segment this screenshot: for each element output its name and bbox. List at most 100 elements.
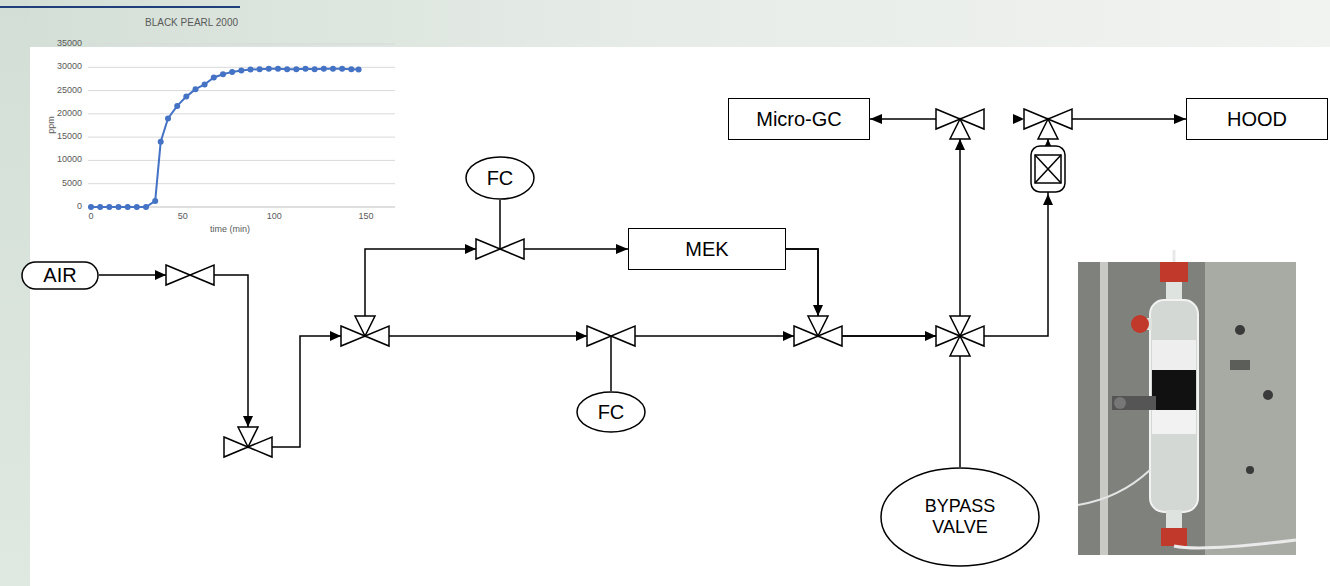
y-tick-label: 15000 — [57, 132, 82, 142]
data-point — [220, 71, 226, 77]
flow-arrowheads — [155, 270, 166, 280]
grid-lines — [88, 90, 395, 91]
node-text: AIR — [43, 264, 76, 287]
data-point — [348, 66, 354, 72]
adsorber-photo — [1152, 410, 1196, 434]
valve-symbols — [355, 316, 375, 336]
adsorber-photo — [1112, 396, 1156, 410]
bypass-valve-label: BYPASS VALVE — [880, 467, 1040, 567]
data-point — [97, 204, 103, 210]
node-text: BYPASS VALVE — [910, 496, 1010, 537]
adsorber-photo — [1161, 528, 1187, 546]
data-point — [106, 204, 112, 210]
adsorber-photo — [1152, 340, 1196, 370]
adsorber-column — [1031, 146, 1065, 192]
data-point — [88, 204, 94, 210]
left-band — [0, 0, 30, 586]
pipe-lines — [499, 200, 501, 249]
adsorber-photo — [1078, 470, 1150, 505]
data-point — [266, 66, 272, 72]
data-points — [88, 66, 362, 210]
data-point — [248, 67, 254, 73]
grid-lines — [88, 44, 395, 184]
data-point — [321, 66, 327, 72]
y-tick-label: 0 — [77, 202, 82, 212]
data-point — [356, 67, 362, 73]
valve-symbols — [950, 336, 970, 356]
node-text: FC — [487, 167, 514, 190]
adsorber-photo — [1174, 540, 1296, 548]
header-rule — [0, 6, 240, 8]
flow-line — [786, 119, 960, 336]
x-tick-label: 50 — [178, 212, 188, 222]
y-tick-label: 35000 — [57, 39, 82, 49]
grid-lines — [88, 137, 395, 138]
adsorber-column — [1035, 155, 1061, 183]
x-axis-title: time (min) — [210, 225, 250, 235]
flow-arrowheads — [465, 244, 476, 254]
adsorber-photo — [1150, 300, 1198, 512]
valve-symbols — [166, 265, 214, 285]
source-terminal: AIR — [21, 261, 99, 290]
valve-symbols — [950, 119, 970, 139]
node-text: FC — [598, 401, 625, 424]
flow-line — [99, 249, 628, 447]
x-tick-label: 0 — [88, 212, 93, 222]
adsorber-photo — [1152, 370, 1196, 410]
y-tick-label: 10000 — [57, 155, 82, 165]
flow-arrowheads — [925, 331, 936, 341]
adsorber-photo — [1114, 397, 1126, 409]
data-point — [275, 66, 281, 72]
flow-arrowheads — [1043, 194, 1053, 205]
data-point — [238, 68, 244, 74]
ellipse-shape — [881, 468, 1039, 566]
analyzer-box: Micro-GC — [728, 98, 870, 140]
ellipse-shape — [577, 392, 645, 432]
y-tick-label: 20000 — [57, 109, 82, 119]
valve-symbols — [1038, 119, 1058, 139]
pill-shape — [22, 262, 98, 289]
data-point — [257, 66, 263, 72]
data-point — [116, 204, 122, 210]
grid-lines — [88, 44, 395, 45]
node-text: Micro-GC — [756, 108, 842, 131]
exhaust-box: HOOD — [1186, 98, 1328, 140]
white-panel — [30, 47, 1330, 586]
adsorber-photo — [1166, 510, 1182, 530]
flow-arrowheads — [243, 416, 253, 427]
valve-symbols — [808, 316, 828, 336]
y-tick-label: 5000 — [62, 179, 82, 189]
adsorber-photo — [1131, 315, 1149, 333]
valve-symbols — [587, 326, 635, 346]
flow-arrowheads — [155, 114, 1053, 427]
top-band — [0, 0, 1330, 47]
adsorber-photo — [1078, 262, 1296, 555]
data-point — [284, 66, 290, 72]
adsorber-photo — [1100, 262, 1108, 555]
x-tick-label: 150 — [358, 212, 373, 222]
flow-arrowheads — [955, 139, 965, 150]
node-text: HOOD — [1227, 108, 1287, 131]
chart-title: BLACK PEARL 2000 — [145, 17, 238, 28]
pipe-lines — [389, 200, 960, 467]
adsorber-photo — [1078, 250, 1296, 555]
flow-arrowheads — [783, 331, 794, 341]
flow-arrowheads — [1013, 114, 1024, 124]
adsorber-column — [1031, 146, 1065, 192]
data-point — [312, 66, 318, 72]
valve-symbols — [238, 427, 258, 447]
data-point — [174, 103, 180, 109]
adsorber-photo — [1205, 262, 1296, 555]
adsorber-column — [1035, 155, 1061, 183]
y-tick-label: 30000 — [57, 62, 82, 72]
adsorber-photo — [1263, 390, 1273, 400]
data-point — [303, 66, 309, 72]
data-point — [293, 66, 299, 72]
y-tick-label: 25000 — [57, 86, 82, 96]
adsorber-photo — [1173, 250, 1176, 262]
grid-lines — [88, 113, 395, 114]
adsorber-photo — [1160, 262, 1188, 282]
data-point — [158, 139, 164, 145]
